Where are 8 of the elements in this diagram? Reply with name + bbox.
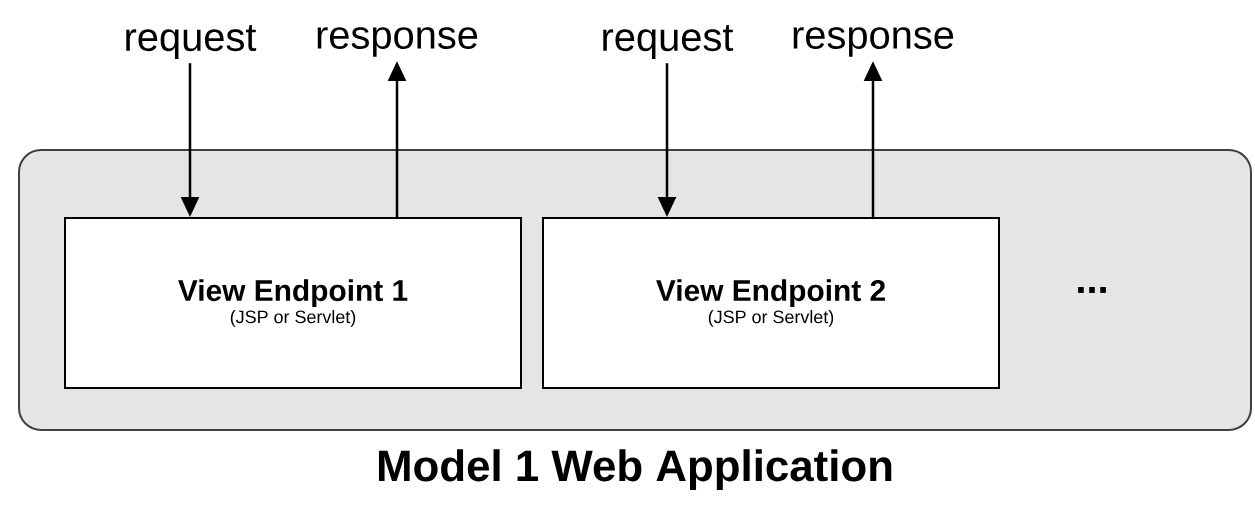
ellipsis-label: ... — [1078, 287, 1106, 293]
flow-label: response — [793, 27, 954, 57]
endpoint-box: View Endpoint 2 (JSP or Servlet) — [542, 217, 1000, 389]
flow-label: request — [126, 25, 257, 59]
flow-label: request — [603, 25, 734, 59]
endpoint-box: View Endpoint 1 (JSP or Servlet) — [64, 217, 522, 389]
node-label: Model 1 Web Application — [378, 449, 892, 491]
flow-label: response — [317, 27, 478, 57]
